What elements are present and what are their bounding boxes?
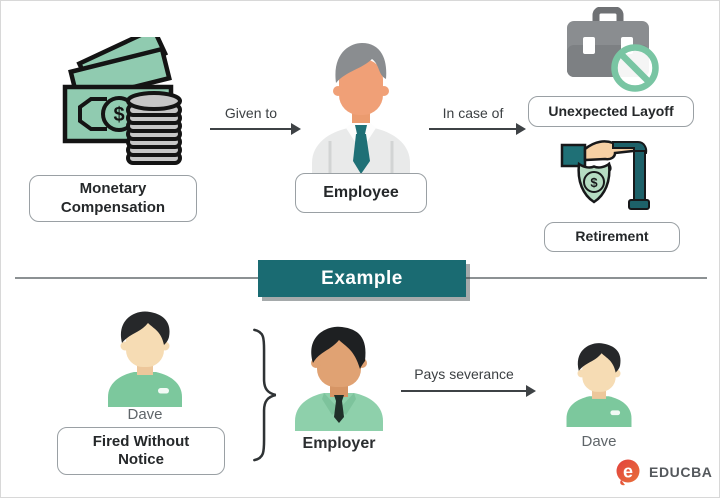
educba-swirl-icon: e (616, 459, 640, 486)
curly-brace-icon (253, 328, 277, 462)
employer-avatar (295, 326, 383, 431)
retirement-box: Retirement (544, 222, 680, 252)
dollar-glyph: $ (113, 104, 124, 126)
educba-logo: e EDUCBA (613, 457, 713, 487)
given-to-label: Given to (224, 105, 278, 121)
in-case-of-arrow (429, 123, 526, 135)
retirement-icon: $ (560, 140, 650, 210)
retirement-label: Retirement (575, 228, 649, 245)
unexpected-layoff-box: Unexpected Layoff (528, 96, 694, 127)
briefcase-no-entry-icon (567, 7, 659, 92)
unexpected-layoff-label: Unexpected Layoff (548, 102, 674, 119)
employee-box: Employee (295, 173, 427, 213)
educba-logo-text: EDUCBA (649, 464, 713, 480)
employee-label: Employee (323, 184, 399, 202)
monetary-compensation-label: Monetary Compensation (60, 180, 166, 216)
dave-right-avatar (566, 343, 632, 428)
employee-avatar (312, 43, 410, 175)
dave-left-label: Dave (127, 406, 163, 423)
employer-label: Employer (302, 435, 376, 452)
fired-without-notice-box: Fired Without Notice (57, 427, 225, 475)
dollar-glyph: $ (590, 175, 598, 190)
money-icon: $ (62, 37, 182, 165)
in-case-of-label: In case of (442, 105, 504, 121)
given-to-arrow (210, 123, 301, 135)
fired-without-notice-label: Fired Without Notice (92, 432, 190, 468)
pays-severance-label: Pays severance (414, 366, 514, 382)
example-banner: Example (258, 260, 466, 297)
dave-left-avatar (108, 311, 182, 407)
dave-right-label: Dave (581, 433, 617, 450)
pays-severance-arrow (401, 385, 536, 397)
svg-text:e: e (623, 462, 633, 482)
monetary-compensation-box: Monetary Compensation (29, 175, 197, 222)
